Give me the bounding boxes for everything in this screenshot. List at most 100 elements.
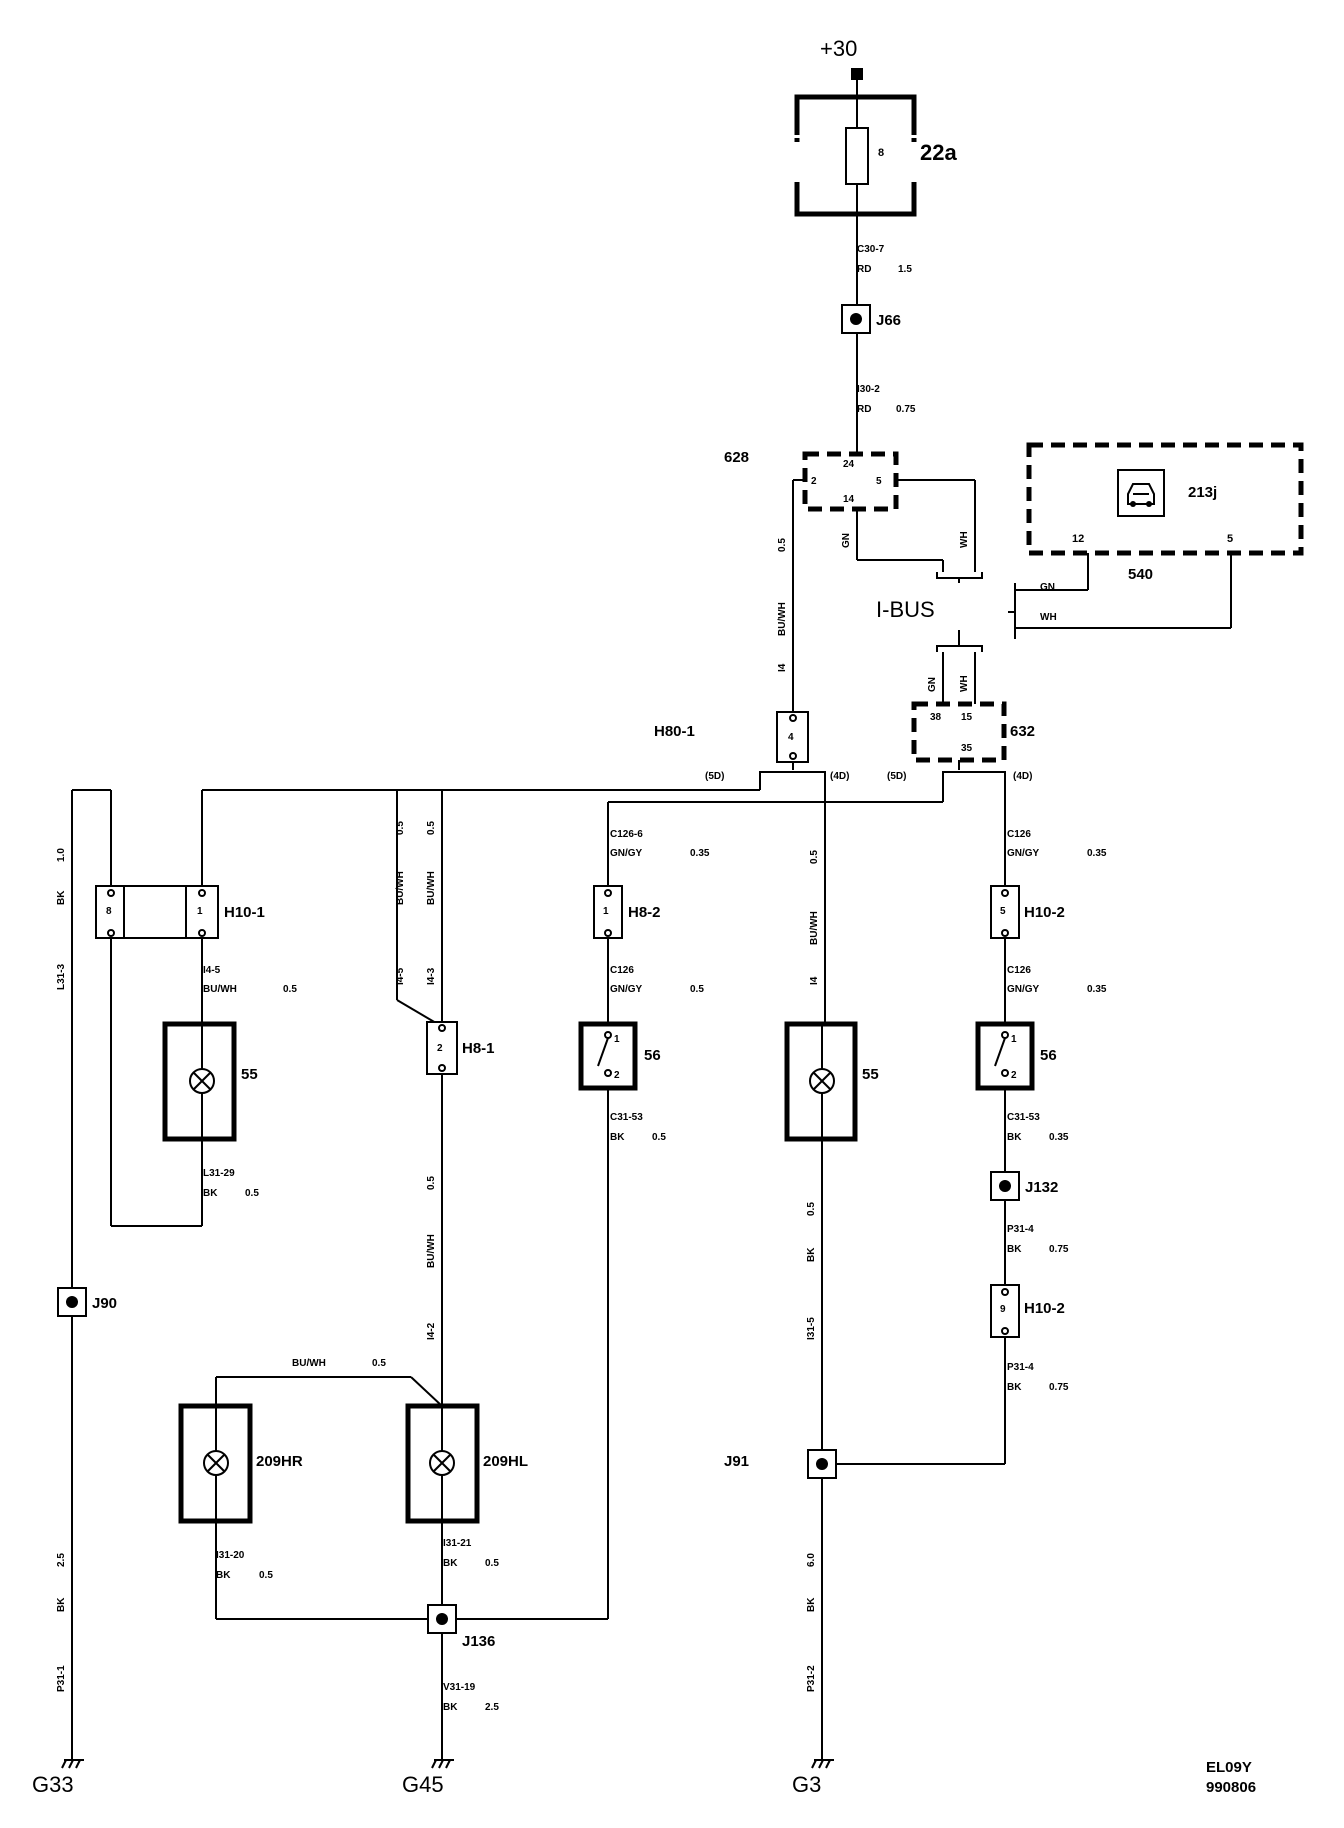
wire-label: C30-7 — [857, 244, 885, 255]
svg-text:J90: J90 — [92, 1295, 117, 1312]
svg-text:J66: J66 — [876, 312, 901, 329]
svg-text:2: 2 — [437, 1043, 443, 1054]
wire-label: BK — [443, 1702, 458, 1713]
svg-text:1: 1 — [197, 906, 203, 917]
svg-text:WH: WH — [1040, 612, 1057, 623]
wire-label: 2.5 — [485, 1702, 499, 1713]
lamp-55-right: 55 — [784, 1021, 879, 1142]
wire-label: BK — [56, 1597, 67, 1612]
svg-text:H10-2: H10-2 — [1024, 1300, 1065, 1317]
wire-label: BU/WH — [292, 1358, 326, 1369]
junction-j132: J132 — [990, 1171, 1058, 1201]
wire-label: BU/WH — [426, 1234, 437, 1268]
wire-label: 0.35 — [690, 848, 710, 859]
wire-label: C126-6 — [610, 829, 643, 840]
wire-label: 0.5 — [690, 984, 704, 995]
wire-label: V31-19 — [443, 1682, 476, 1693]
wire-label: P31-4 — [1007, 1362, 1034, 1373]
wire-label: C31-53 — [610, 1112, 643, 1123]
svg-text:12: 12 — [1072, 533, 1084, 545]
wire-label: I4 — [777, 663, 788, 672]
svg-text:209HR: 209HR — [256, 1453, 303, 1470]
svg-text:209HL: 209HL — [483, 1453, 528, 1470]
fuse-box-22a: 8 22a — [793, 94, 957, 217]
svg-text:J136: J136 — [462, 1633, 495, 1650]
wire-label: I4-5 — [395, 967, 406, 985]
wire-label: WH — [959, 531, 970, 548]
svg-text:56: 56 — [1040, 1047, 1057, 1064]
svg-text:5: 5 — [1000, 906, 1006, 917]
wire-label: C126 — [1007, 965, 1031, 976]
svg-text:1: 1 — [614, 1034, 620, 1045]
wire-label: C126 — [1007, 829, 1031, 840]
wire-label: 0.5 — [806, 1202, 817, 1216]
junction-j91: J91 — [724, 1449, 837, 1479]
module-632: 38 15 35 632 — [911, 701, 1035, 763]
svg-text:H10-2: H10-2 — [1024, 904, 1065, 921]
wire-label: BK — [56, 890, 67, 905]
module-628: 628 24 2 5 14 — [724, 449, 899, 512]
wire-label: 6.0 — [806, 1553, 817, 1567]
switch-56-left: 1 2 56 — [578, 1021, 661, 1091]
wire-label: GN/GY — [610, 848, 643, 859]
branch-label: (4D) — [1013, 771, 1032, 782]
svg-text:55: 55 — [241, 1066, 258, 1083]
svg-text:H8-1: H8-1 — [462, 1040, 495, 1057]
svg-text:24: 24 — [843, 459, 855, 470]
svg-text:1: 1 — [603, 906, 609, 917]
svg-text:5: 5 — [876, 476, 882, 487]
svg-text:G45: G45 — [402, 1772, 444, 1797]
wire-label: GN/GY — [1007, 848, 1040, 859]
svg-text:8: 8 — [106, 906, 112, 917]
svg-text:G3: G3 — [792, 1772, 821, 1797]
svg-text:628: 628 — [724, 449, 749, 466]
wire-label: BU/WH — [809, 911, 820, 945]
junction-j136: J136 — [427, 1604, 495, 1650]
junction-j90: J90 — [57, 1287, 117, 1317]
wire-label: GN/GY — [610, 984, 643, 995]
wire-label: I4-2 — [426, 1322, 437, 1340]
svg-text:G33: G33 — [32, 1772, 74, 1797]
svg-text:1: 1 — [1011, 1034, 1017, 1045]
wire-label: 0.5 — [259, 1570, 273, 1581]
wire-label: 0.75 — [896, 404, 916, 415]
wire-label: GN/GY — [1007, 984, 1040, 995]
wire-label: I31-21 — [443, 1538, 472, 1549]
ibus-bracket: I-BUS GN WH — [876, 572, 1231, 652]
wire-label: 0.5 — [777, 538, 788, 552]
wire-label: BU/WH — [777, 602, 788, 636]
wire-label: BU/WH — [395, 871, 406, 905]
connector-h10-2-lower: 9 H10-2 — [990, 1284, 1065, 1338]
diagram-code: EL09Y — [1206, 1759, 1252, 1776]
svg-text:540: 540 — [1128, 566, 1153, 583]
wire-label: BK — [216, 1570, 231, 1581]
supply-terminal — [851, 68, 863, 80]
wire-label: 0.35 — [1087, 984, 1107, 995]
wire-label: I31-5 — [806, 1317, 817, 1340]
wire-label: 0.5 — [372, 1358, 386, 1369]
wire-label: 0.5 — [426, 821, 437, 835]
svg-text:213j: 213j — [1188, 484, 1217, 501]
branch-label: (5D) — [887, 771, 906, 782]
wire-label: RD — [857, 264, 871, 275]
wire-label: BK — [806, 1247, 817, 1262]
connector-h10-1: 8 1 H10-1 — [95, 885, 265, 939]
wire-label: WH — [959, 675, 970, 692]
connector-h10-2-upper: 5 H10-2 — [990, 885, 1065, 939]
wire-label: 0.5 — [426, 1176, 437, 1190]
wire-label: L31-3 — [56, 963, 67, 990]
wire-label: BU/WH — [203, 984, 237, 995]
wire-label: I4-5 — [203, 965, 221, 976]
wire-label: C126 — [610, 965, 634, 976]
diagram-date: 990806 — [1206, 1779, 1256, 1796]
wire-label: RD — [857, 404, 871, 415]
svg-text:15: 15 — [961, 712, 973, 723]
wire-label: 0.5 — [809, 850, 820, 864]
wire-label: C31-53 — [1007, 1112, 1040, 1123]
fuse-icon — [845, 127, 869, 185]
wire-label: BU/WH — [426, 871, 437, 905]
wire-label: 0.5 — [395, 821, 406, 835]
branch-label: (5D) — [705, 771, 724, 782]
svg-text:4: 4 — [788, 732, 794, 743]
